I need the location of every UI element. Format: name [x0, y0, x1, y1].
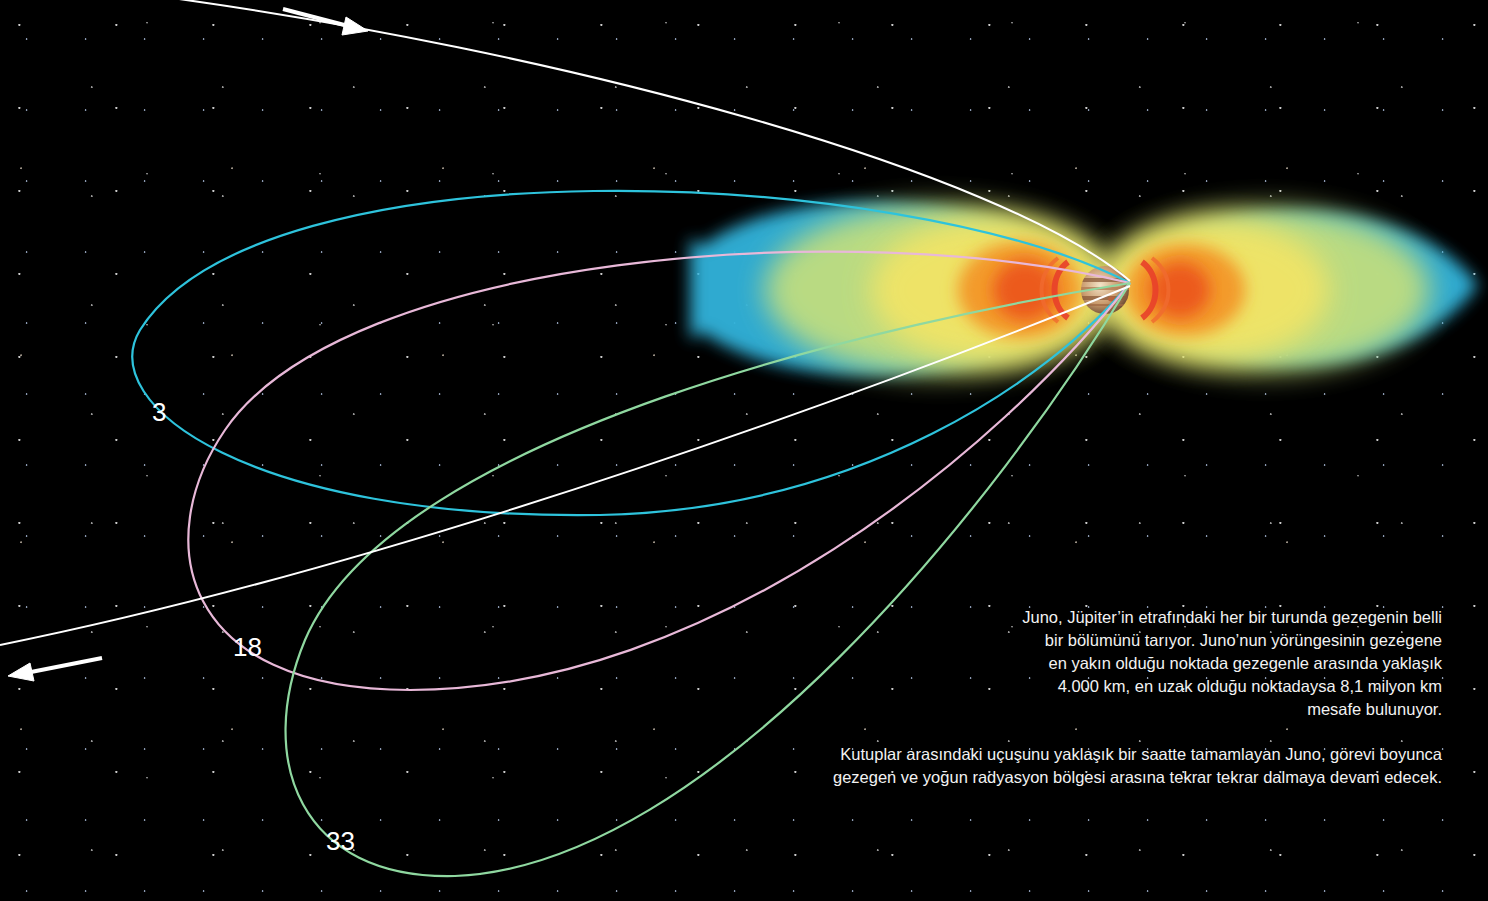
caption-text-wrap: Kutuplar arasındaki uçuşunu yaklaşık bir…: [822, 743, 1442, 789]
orbit-number-wrap: 3: [152, 397, 166, 427]
orbit-3: [132, 191, 1130, 515]
orbit-33: [286, 283, 1130, 876]
orbit-18: [188, 252, 1130, 690]
direction-arrow: [8, 9, 368, 681]
caption-text: Kutuplar arasındaki uçuşunu yaklaşık bir…: [822, 743, 1442, 789]
orbit-number: 3: [152, 397, 166, 427]
radiation-belt: [690, 202, 1478, 375]
orbit-number-wrap: 18: [233, 632, 262, 662]
orbit-paths: [0, 0, 1130, 876]
orbit-number: 18: [233, 632, 262, 662]
caption-text: Juno, Jüpiter’in etrafındaki her bir tur…: [1022, 606, 1442, 721]
caption-text-wrap: Juno, Jüpiter’in etrafındaki her bir tur…: [1022, 606, 1442, 721]
orbit-number-wrap: 33: [326, 826, 355, 856]
approach-trajectory: [150, 0, 1130, 281]
orbit-number: 33: [326, 826, 355, 856]
departure-trajectory: [0, 286, 1130, 645]
